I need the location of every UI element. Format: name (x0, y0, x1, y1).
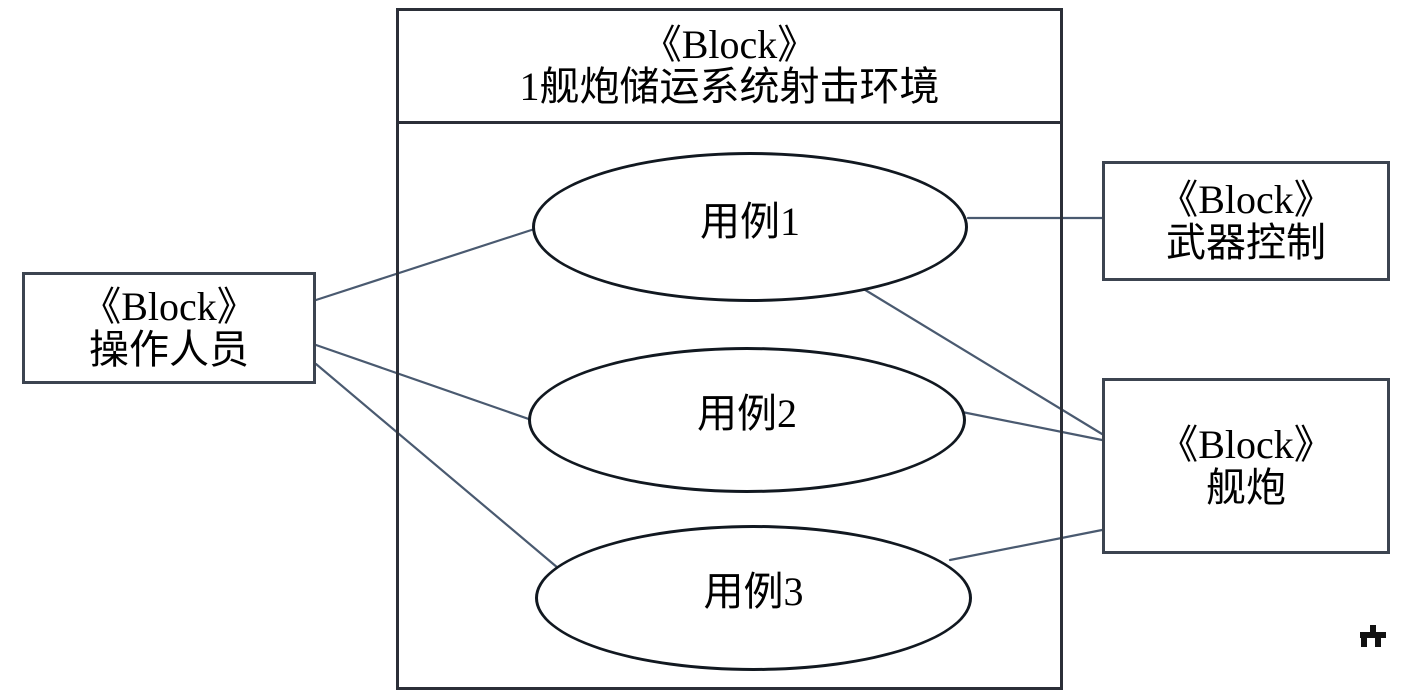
use-case-label-2: 用例2 (697, 391, 797, 436)
block-naval-gun-name: 舰炮 (1206, 465, 1286, 510)
block-naval-gun-stereotype: 《Block》 (1158, 421, 1334, 467)
block-weapon-control-name: 武器控制 (1166, 220, 1326, 265)
block-weapon-control-stereotype: 《Block》 (1158, 176, 1334, 222)
use-case-node-2[interactable]: 用例2 (528, 347, 1379, 493)
use-case-label-3: 用例3 (703, 569, 804, 614)
block-weapon-control[interactable]: 《Block》 武器控制 (1102, 161, 1390, 281)
system-name: 1舰炮储运系统射击环境 (519, 64, 940, 109)
block-operator[interactable]: 《Block》 操作人员 (22, 272, 316, 384)
system-header: 《Block》 1舰炮储运系统射击环境 (399, 11, 1060, 124)
block-naval-gun[interactable]: 《Block》 舰炮 (1102, 378, 1390, 554)
block-operator-name: 操作人员 (89, 327, 249, 372)
block-operator-stereotype: 《Block》 (81, 283, 257, 329)
use-case-node-3[interactable]: 用例3 (535, 525, 1386, 671)
use-case-node-1[interactable]: 用例1 (532, 152, 1383, 302)
system-stereotype: 《Block》 (641, 21, 818, 67)
use-case-label-1: 用例1 (700, 199, 800, 244)
system-boundary-frame: 《Block》 1舰炮储运系统射击环境 (396, 8, 1063, 690)
use-case-marker-icon (1360, 625, 1386, 647)
